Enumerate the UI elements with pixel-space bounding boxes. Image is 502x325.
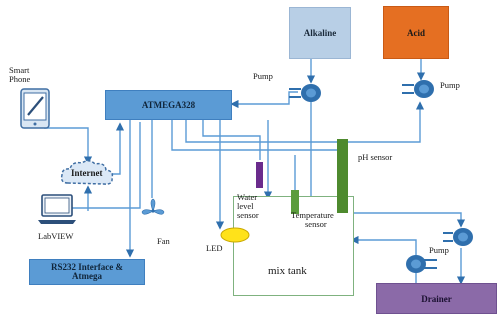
water-level-label-line2: level	[237, 200, 254, 211]
smart-phone-label-line1: Smart	[9, 65, 30, 75]
water-level-sensor-probe	[256, 162, 263, 188]
acid-pump-control-wire	[185, 101, 425, 143]
pump-icon	[402, 80, 434, 98]
cloud-icon	[60, 160, 114, 185]
atmega-label: ATMEGA328	[141, 100, 196, 110]
ph-sensor-label: pH sensor	[358, 152, 393, 162]
pump-drain-label: Pump	[429, 245, 449, 255]
pump-acid-label: Pump	[440, 80, 460, 90]
water-level-label-line3: sensor	[237, 209, 259, 220]
smart-phone-label-line2: Phone	[9, 73, 31, 84]
ph-sensor-probe	[337, 139, 348, 213]
phone-to-internet-wire	[44, 127, 93, 165]
laptop-to-atmega-wire	[70, 122, 141, 209]
temperature-sensor-label: Temperature sensor	[291, 211, 334, 229]
drainer-label: Drainer	[421, 293, 452, 304]
pump-alkaline-label: Pump	[253, 71, 273, 81]
smart-phone-label: Smart Phone	[9, 66, 30, 84]
pump-icon	[289, 84, 321, 102]
internet-label: Internet	[71, 168, 103, 178]
temperature-label-line2: sensor	[305, 218, 327, 229]
labview-label: LabVIEW	[38, 231, 74, 241]
acid-label: Acid	[407, 27, 425, 38]
temperature-label-line1: Temperature	[291, 210, 334, 220]
laptop-icon	[38, 194, 76, 224]
mix-tank-label: mix tank	[268, 265, 307, 277]
drainer: Drainer	[376, 283, 497, 314]
acid-tank: Acid	[383, 6, 449, 59]
smartphone-icon	[20, 88, 50, 129]
water-level-sensor-label: Water level sensor	[237, 193, 259, 220]
led-label: LED	[206, 243, 223, 253]
water-level-label-line1: Water	[237, 192, 258, 202]
pump-icon	[443, 228, 473, 246]
alkaline-tank: Alkaline	[289, 7, 351, 59]
fan-label: Fan	[157, 236, 170, 246]
ph-sensor-wire	[171, 120, 343, 151]
tank-to-drain-pump-wire	[352, 212, 466, 228]
atmega328-controller: ATMEGA328	[105, 90, 232, 120]
rs232-label-line2: Atmega	[72, 271, 102, 281]
rs232-label-line1: RS232 Interface &	[51, 261, 123, 272]
pump-icon	[406, 255, 437, 273]
temperature-sensor-probe	[291, 190, 299, 214]
drainer-to-tank-wire	[350, 235, 417, 255]
water-level-wire	[202, 120, 261, 160]
led-icon	[220, 227, 250, 243]
alkaline-label: Alkaline	[303, 28, 337, 38]
rs232-interface: RS232 Interface & Atmega	[29, 259, 145, 285]
fan-icon	[141, 198, 165, 215]
